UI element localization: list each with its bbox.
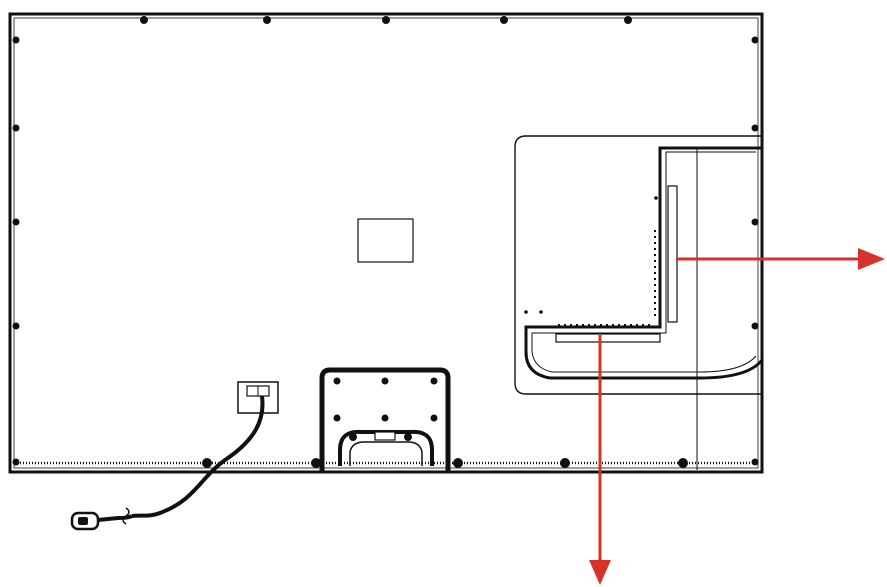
connector-bracket (524, 146, 764, 380)
side-clip (12, 36, 20, 44)
connector-housing (514, 135, 764, 470)
stand-screw (381, 414, 389, 422)
screw-hole (500, 16, 508, 24)
connector-bracket-inner (531, 151, 757, 373)
screw-hole (311, 458, 321, 468)
side-clip (751, 458, 759, 466)
stand-mount (319, 367, 451, 472)
stand-screw (333, 414, 341, 422)
stand-screw (349, 433, 357, 441)
side-clip (12, 458, 20, 466)
side-clip (751, 322, 759, 330)
panel-inner-border (13, 17, 759, 469)
screw-hole (678, 458, 688, 468)
port-pin (539, 310, 543, 314)
side-clip (751, 218, 759, 226)
screw-hole (624, 16, 632, 24)
side-clip (12, 322, 20, 330)
screw-hole (560, 458, 570, 468)
power-cable-end (97, 514, 133, 522)
side-clip (751, 124, 759, 132)
top-screw-holes (140, 16, 632, 24)
stand-screw (404, 433, 412, 441)
cable-break-mark (122, 507, 130, 525)
screw-hole (202, 458, 212, 468)
bottom-screws (202, 458, 688, 468)
stand-screw (430, 377, 438, 385)
label-plate (357, 218, 414, 263)
screw-hole (382, 16, 390, 24)
side-port-strip (667, 185, 678, 323)
power-cable (131, 395, 265, 518)
tv-back-panel (8, 12, 764, 474)
stand-screw (333, 377, 341, 385)
power-plug-prong (78, 517, 88, 525)
callout-arrows (589, 248, 885, 585)
side-ports-arrowhead (858, 248, 885, 270)
right-side-clips (751, 36, 759, 466)
port-pin (524, 310, 528, 314)
housing-outline (514, 135, 762, 395)
bottom-ports-arrowhead (589, 560, 611, 585)
screw-hole (263, 16, 271, 24)
side-clip (12, 124, 20, 132)
side-clip (12, 218, 20, 226)
stand-screw (430, 414, 438, 422)
screw-hole (140, 16, 148, 24)
panel-outer-border (8, 12, 764, 474)
screw-hole (453, 458, 463, 468)
port-pin (654, 196, 658, 200)
stand-screw (381, 377, 389, 385)
bottom-port-strip (555, 333, 661, 343)
stand-handle-inner (349, 441, 423, 466)
left-side-clips (12, 36, 20, 466)
stand-handle-tab (374, 431, 396, 441)
stand-mount-frame (319, 367, 451, 472)
side-clip (751, 36, 759, 44)
power-cord (70, 381, 279, 531)
